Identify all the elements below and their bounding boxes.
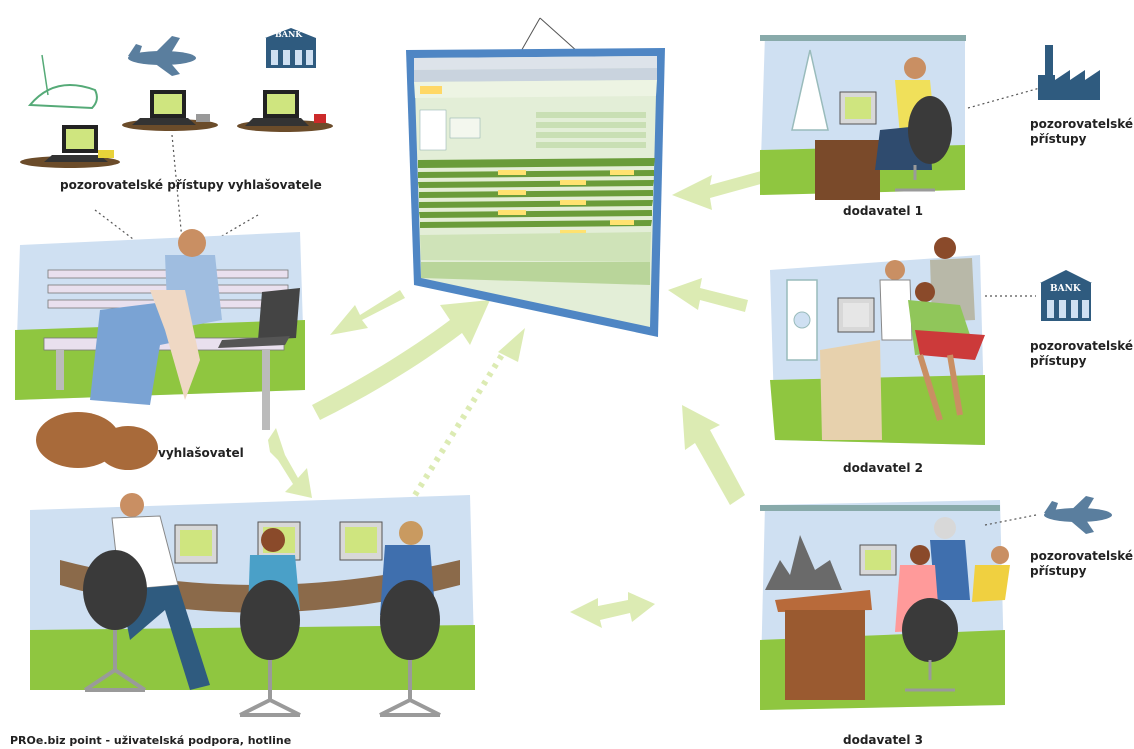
dotted-arrow-point-to-screen bbox=[412, 348, 508, 497]
arrow-announcer-to-screen bbox=[312, 300, 490, 420]
supplier2-scene bbox=[770, 237, 985, 445]
label-supplier2: dodavatel 2 bbox=[843, 461, 923, 475]
arrow-point-supplier3 bbox=[570, 592, 655, 628]
label-point: PROe.biz point - uživatelská podpora, ho… bbox=[10, 734, 292, 747]
arrow-supplier3 bbox=[682, 405, 745, 505]
arrow-screen-to-announcer bbox=[330, 290, 405, 335]
announcer-scene bbox=[15, 229, 305, 470]
label-observer-access-3: pozorovatelské přístupy bbox=[1030, 549, 1134, 578]
airplane-icon bbox=[1044, 496, 1112, 534]
point-scene bbox=[30, 493, 475, 717]
central-screen bbox=[406, 17, 665, 337]
supplier3-scene bbox=[760, 500, 1010, 710]
factory-icon bbox=[1038, 45, 1100, 100]
airplane-icon bbox=[128, 36, 196, 76]
bank-icon bbox=[265, 28, 316, 68]
laptop-icon bbox=[20, 125, 120, 168]
label-announcer: vyhlašovatel bbox=[158, 446, 244, 460]
supplier1-scene bbox=[760, 35, 966, 200]
arrow-supplier1 bbox=[672, 170, 768, 210]
arrow-announcer-point bbox=[268, 428, 312, 498]
observer-group-top-left bbox=[20, 28, 333, 253]
label-supplier1: dodavatel 1 bbox=[843, 204, 923, 218]
laptop-icon bbox=[122, 90, 218, 131]
bank-label-top: BANK bbox=[275, 29, 303, 39]
label-supplier3: dodavatel 3 bbox=[843, 733, 923, 747]
satellite-dish-icon bbox=[27, 84, 98, 110]
bank-icon bbox=[1040, 270, 1092, 321]
laptop-icon bbox=[237, 90, 333, 132]
arrow-supplier2 bbox=[668, 278, 748, 312]
label-observer-access-1: pozorovatelské přístupy bbox=[1030, 117, 1134, 146]
label-observer-access-2: pozorovatelské přístupy bbox=[1030, 339, 1134, 368]
bank-label-supplier2: BANK bbox=[1050, 284, 1081, 294]
label-observers-announcer: pozorovatelské přístupy vyhlašovatele bbox=[60, 178, 322, 192]
